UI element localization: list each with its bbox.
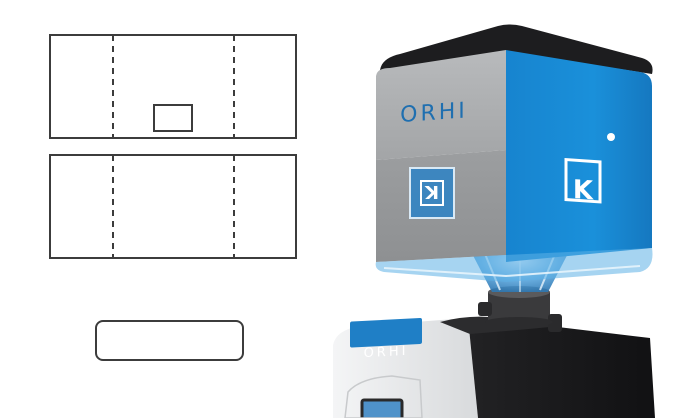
base-brand-text: ORHI: [363, 343, 409, 362]
base-label-badge: [350, 317, 422, 348]
upper-panel-outline: [49, 34, 297, 139]
hopper-side-window: [410, 168, 454, 218]
hopper-bottom-rim: [375, 248, 653, 282]
hopper-brand-text: ORHI: [400, 98, 468, 128]
hopper-left-face-upper: [376, 50, 506, 160]
side-window-logo-letter: K: [424, 181, 439, 202]
base-black-side: [468, 317, 655, 418]
hopper-right-face: [506, 50, 652, 262]
logo-letter: K: [573, 175, 594, 206]
logo-frame: [564, 157, 602, 204]
label-strip-outline: [95, 320, 244, 361]
collar-knob: [478, 302, 492, 316]
logo-dot: [607, 133, 615, 141]
hopper-cube: K K ORHI: [375, 24, 653, 282]
grinder-base: [333, 316, 655, 418]
base-panel-inset: [344, 375, 423, 418]
window-cutout: [153, 104, 193, 132]
hopper-lid: [380, 24, 653, 74]
base-display: [360, 398, 404, 418]
lower-panel-outline: [49, 154, 297, 259]
